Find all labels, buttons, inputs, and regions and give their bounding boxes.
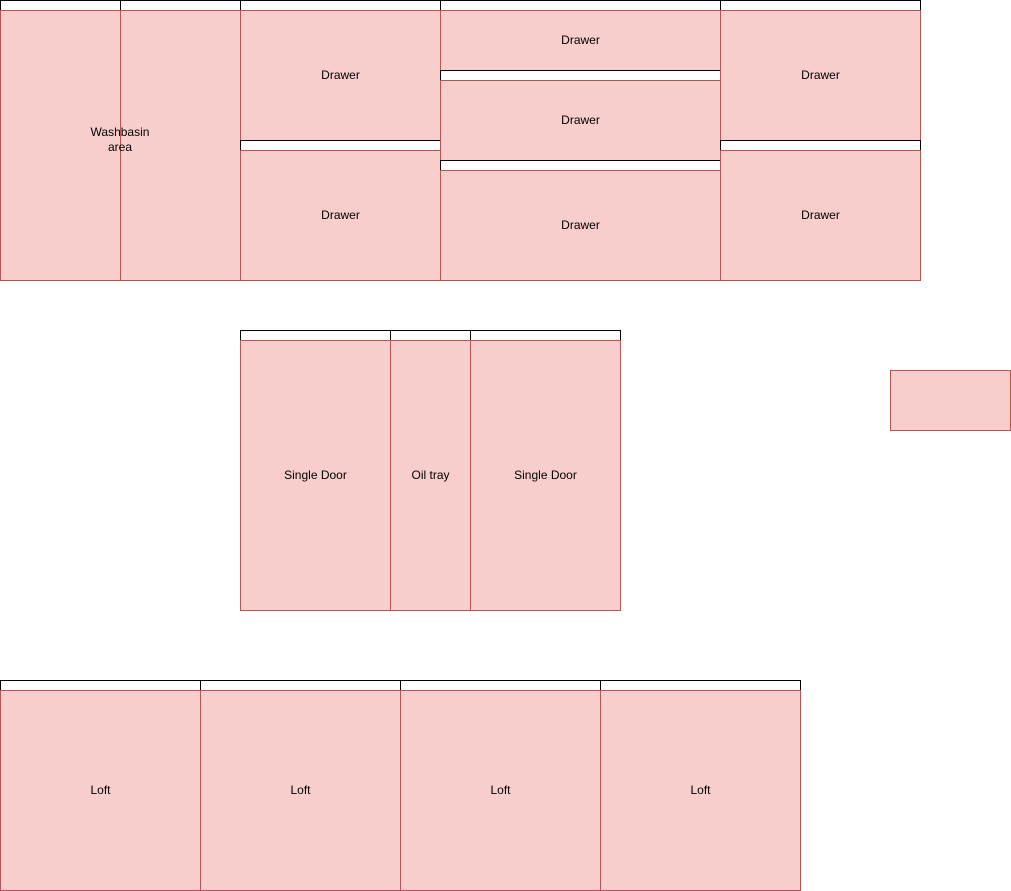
loft-3: Loft xyxy=(400,690,601,891)
washbasin-panel-left xyxy=(0,10,121,281)
washbasin-area-label: Washbasin area xyxy=(90,125,150,154)
loft-1: Loft xyxy=(0,690,201,891)
standalone-box xyxy=(890,370,1011,431)
loft-4: Loft xyxy=(600,690,801,891)
loft-2: Loft xyxy=(200,690,401,891)
single-door-right: Single Door xyxy=(470,340,621,611)
drawer-c4-3: Drawer xyxy=(440,170,721,281)
single-door-left: Single Door xyxy=(240,340,391,611)
drawer-c3-1: Drawer xyxy=(240,10,441,141)
drawer-c5-1: Drawer xyxy=(720,10,921,141)
oil-tray: Oil tray xyxy=(390,340,471,611)
washbasin-panel-right xyxy=(120,10,241,281)
drawer-c3-2: Drawer xyxy=(240,150,441,281)
drawer-c4-2: Drawer xyxy=(440,80,721,161)
drawer-c5-2: Drawer xyxy=(720,150,921,281)
drawer-c4-1: Drawer xyxy=(440,10,721,71)
